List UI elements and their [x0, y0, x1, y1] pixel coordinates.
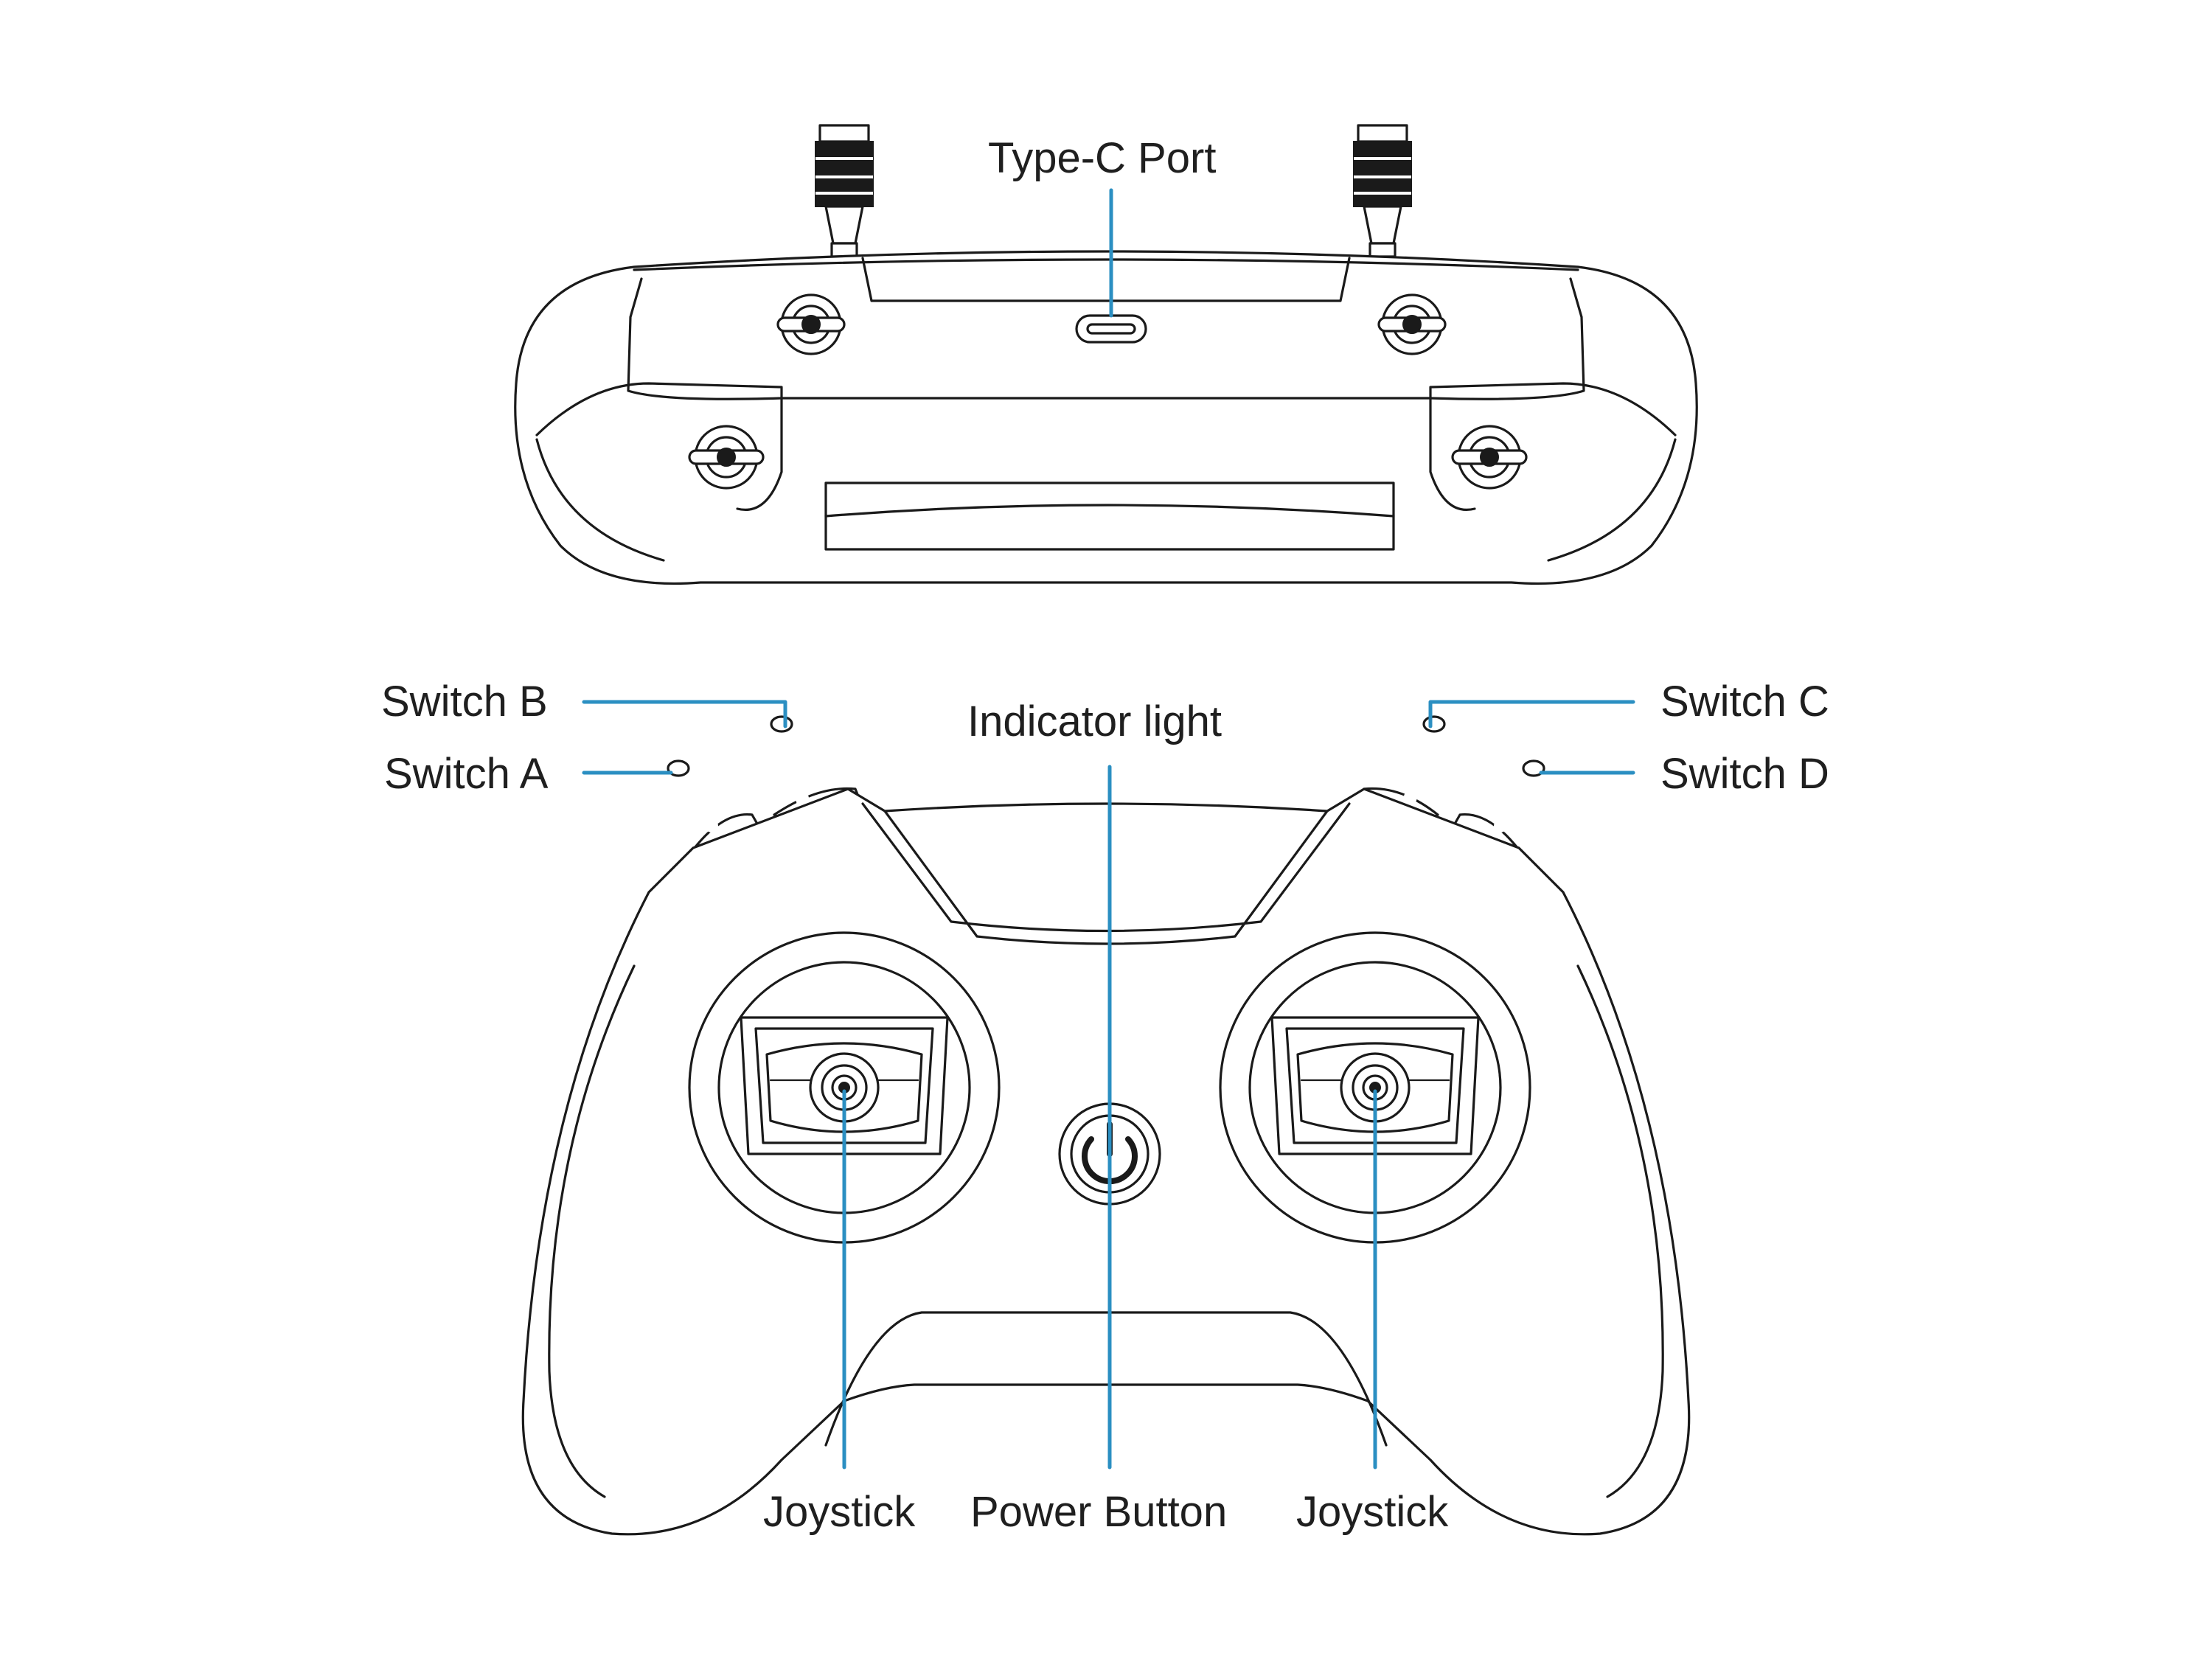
- right-joystick: [1219, 931, 1531, 1244]
- switch-b-leader: [582, 700, 787, 728]
- switch-bottom-right: [1451, 425, 1528, 490]
- switch-bottom-left: [688, 425, 765, 490]
- label-switch-a: Switch A: [384, 750, 549, 798]
- label-switch-c: Switch C: [1660, 678, 1829, 726]
- switch-c-leader: [1428, 700, 1635, 728]
- switch-top-left: [776, 293, 846, 355]
- label-switch-b: Switch B: [381, 678, 548, 726]
- label-switch-d: Switch D: [1660, 750, 1829, 798]
- switch-top-right: [1377, 293, 1447, 355]
- type-c-port: [1075, 314, 1147, 344]
- controller-top-view: [514, 124, 1698, 585]
- label-joystick-right: Joystick: [1296, 1488, 1449, 1536]
- controller-front-view: [521, 700, 1691, 1536]
- label-joystick-left: Joystick: [763, 1488, 916, 1536]
- label-type-c-port: Type-C Port: [988, 134, 1217, 182]
- left-antenna: [815, 124, 874, 258]
- label-power-button: Power Button: [970, 1488, 1228, 1536]
- label-indicator-light: Indicator light: [967, 698, 1222, 745]
- right-antenna: [1353, 124, 1412, 258]
